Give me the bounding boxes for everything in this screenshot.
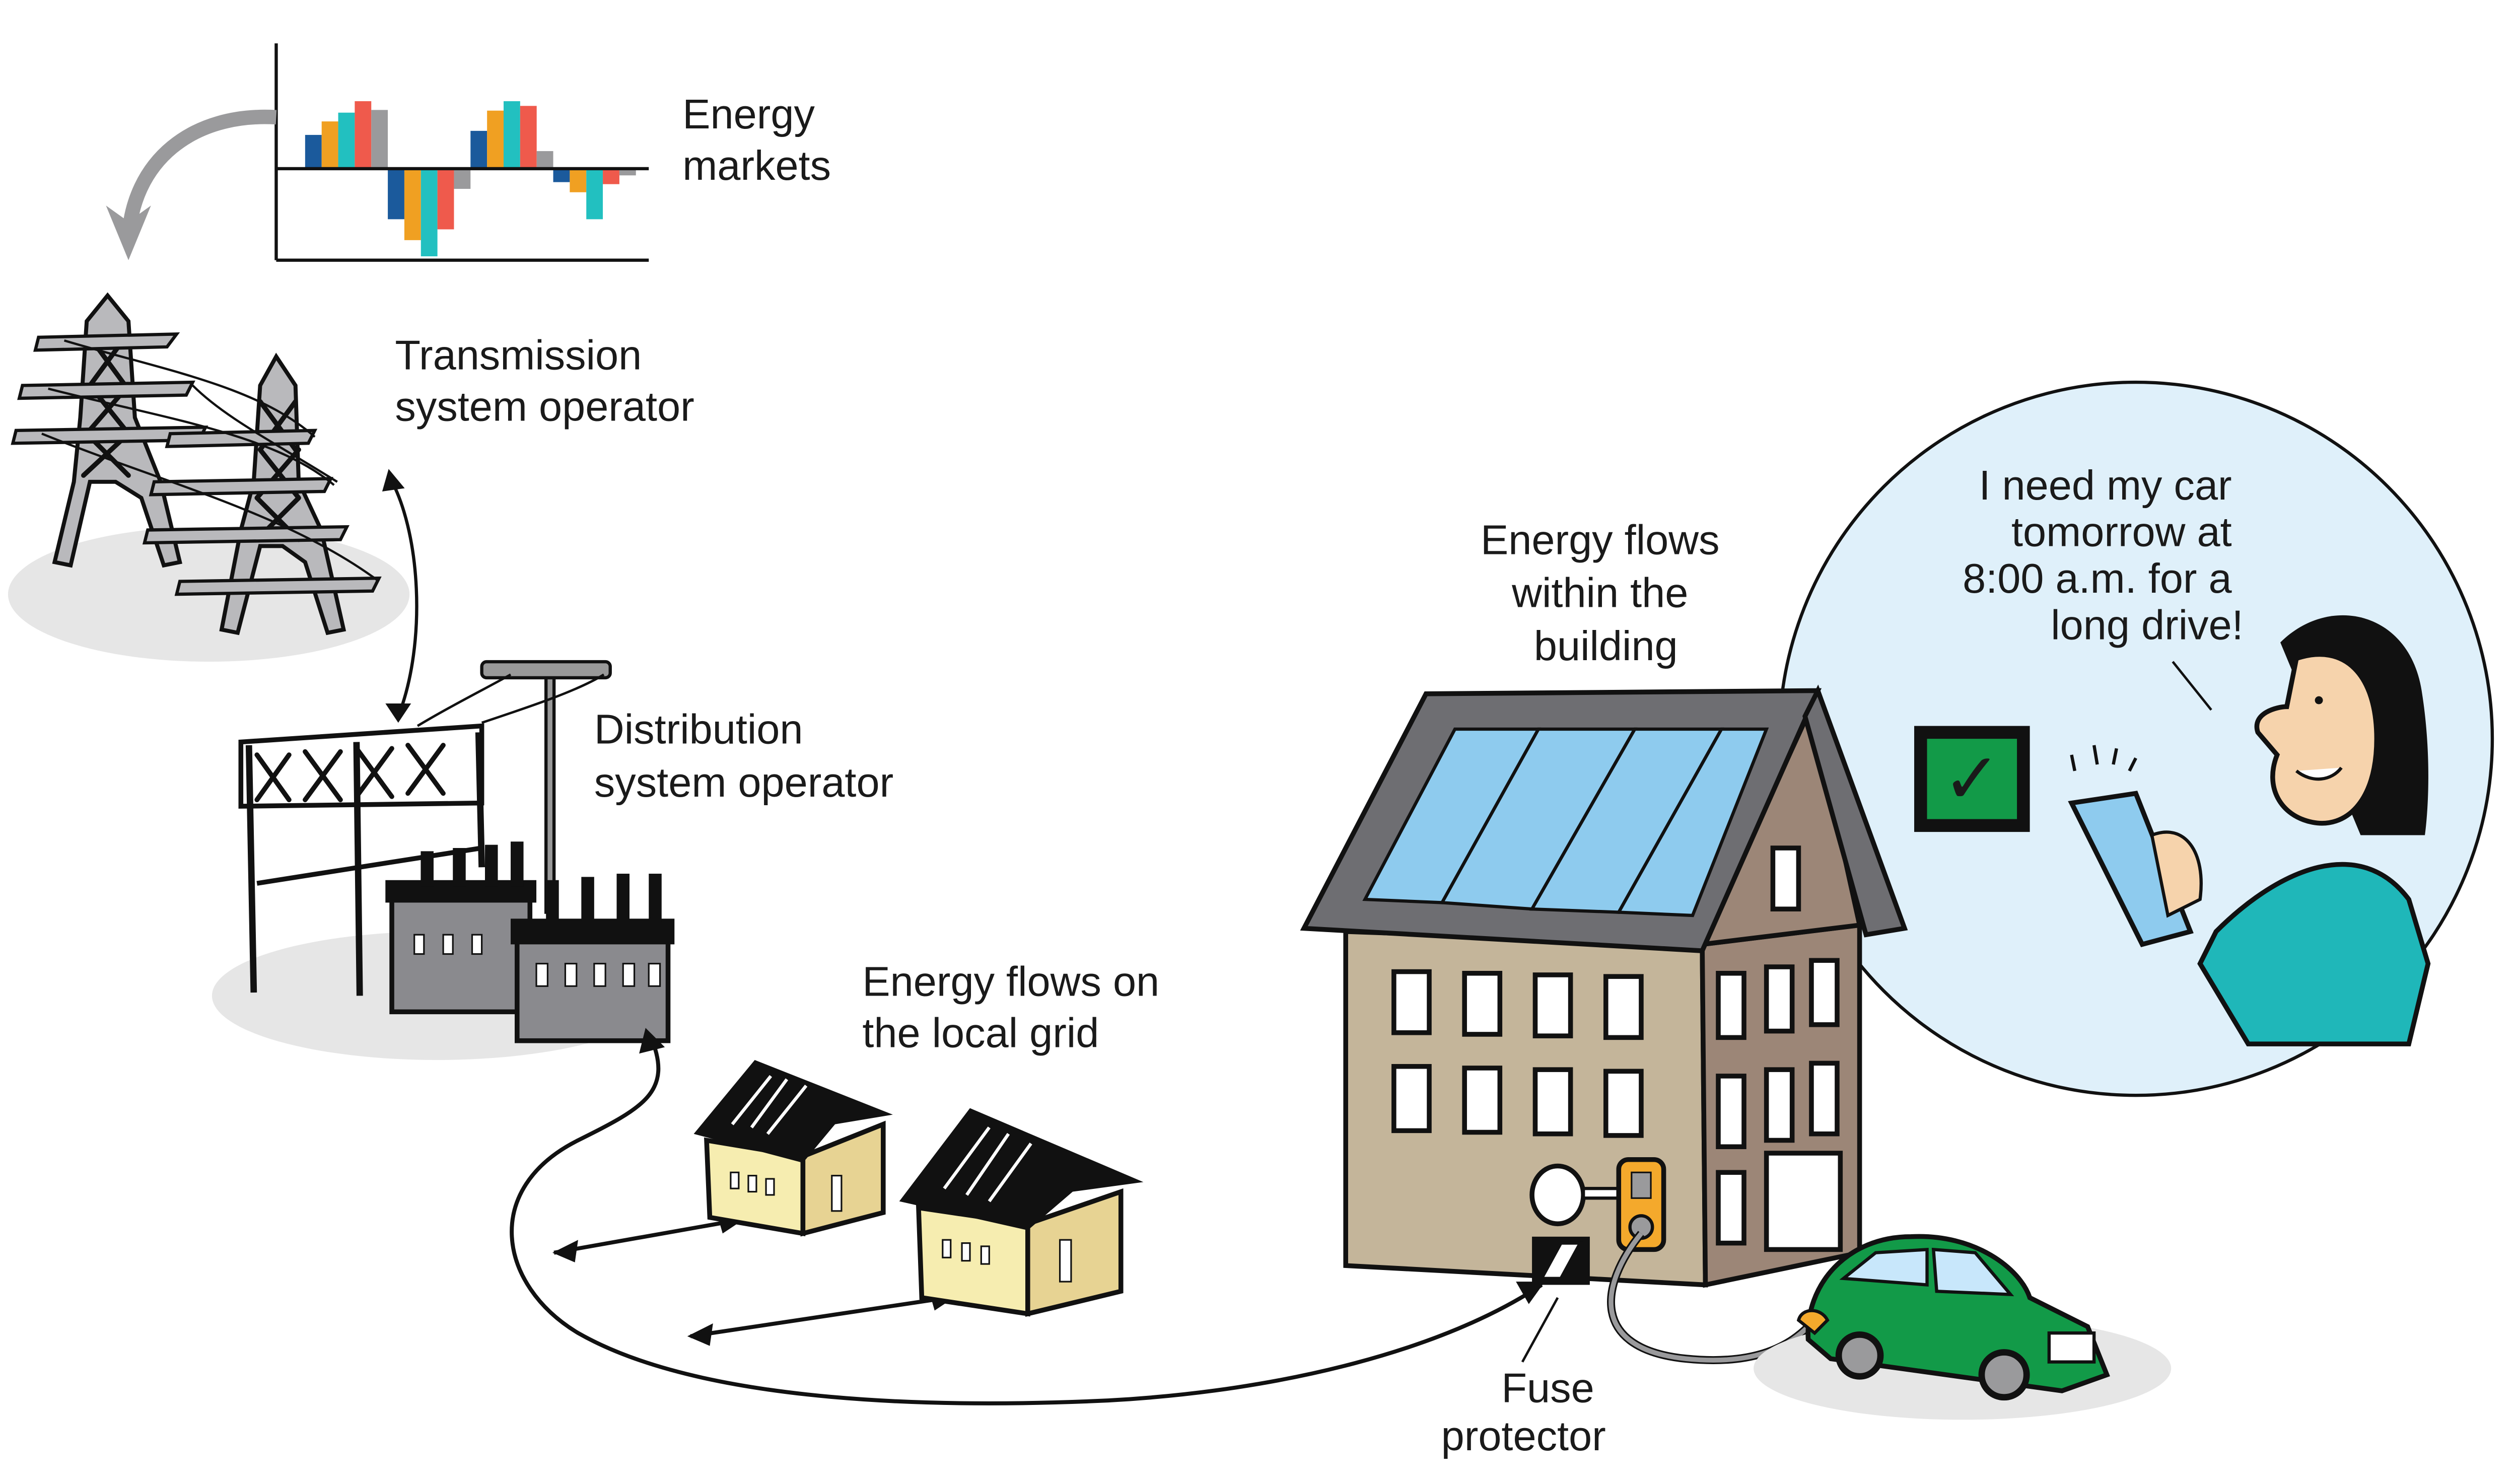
building-windows <box>1391 845 1843 1252</box>
tso-label: Transmission system operator <box>395 332 694 430</box>
bar-blue-t3 <box>470 130 487 169</box>
small-house-2 <box>899 1108 1144 1317</box>
fuse-pointer-line <box>1521 1297 1559 1363</box>
bar-blue-t1 <box>305 134 322 169</box>
bar-teal-t4 <box>586 168 603 220</box>
chart-bars <box>305 101 636 257</box>
bar-gray-t4 <box>619 168 636 176</box>
svg-text:✓: ✓ <box>1942 738 2002 820</box>
dso-label: Distribution system operator <box>594 706 893 806</box>
bar-red-t1 <box>355 101 372 169</box>
pylon-2 <box>142 352 382 635</box>
checkmark-icon: ✓ <box>1914 726 2030 832</box>
bar-red-t3 <box>520 106 537 169</box>
bar-orange-t3 <box>487 110 504 169</box>
main-building <box>1300 684 1908 1288</box>
ev-charger <box>1616 1157 1666 1252</box>
solar-panels <box>1362 727 1769 917</box>
fuse-protector-label: Fuse protector <box>1441 1364 1606 1459</box>
transmission-towers <box>8 292 410 662</box>
electric-car <box>1754 1234 2172 1420</box>
fuse-protector <box>1532 1236 1590 1285</box>
bar-teal-t1 <box>338 112 355 169</box>
transformer-2 <box>511 874 675 1043</box>
bar-orange-t2 <box>404 168 421 240</box>
speech-text: I need my car tomorrow at 8:00 a.m. for … <box>1963 462 2244 648</box>
smart-meter <box>1529 1163 1621 1227</box>
bar-red-t2 <box>437 168 454 230</box>
bar-gray-t3 <box>536 151 553 169</box>
energy-markets-label: Energy markets <box>682 91 831 189</box>
bar-teal-t2 <box>421 168 438 257</box>
tso-dso-flow-arrow <box>382 469 418 723</box>
transformer-1 <box>385 841 537 1015</box>
distribution-substation <box>212 660 675 1060</box>
bar-blue-t4 <box>553 168 570 182</box>
market-to-tso-arrow <box>106 109 277 260</box>
tablet <box>2068 791 2194 947</box>
bar-orange-t4 <box>570 168 587 192</box>
person-with-tablet <box>2068 615 2431 1046</box>
bar-gray-t1 <box>371 110 388 169</box>
small-house-1 <box>693 1060 893 1237</box>
building-label: Energy flows within the building <box>1481 516 1731 669</box>
bar-red-t4 <box>603 168 619 184</box>
pylon-1 <box>11 292 208 568</box>
energy-markets-chart <box>274 43 649 262</box>
bar-blue-t2 <box>388 168 404 220</box>
bar-orange-t1 <box>321 121 338 169</box>
local-grid-label: Energy flows on the local grid <box>862 958 1171 1056</box>
bar-gray-t2 <box>454 168 471 189</box>
bar-teal-t3 <box>504 101 520 169</box>
